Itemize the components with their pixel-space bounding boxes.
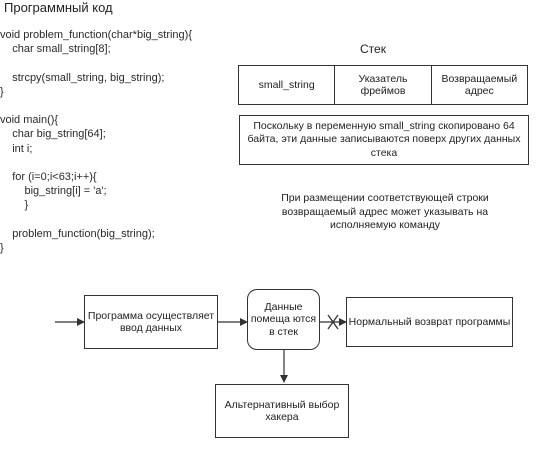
overflow-note-box: Поскольку в переменную small_string скоп… bbox=[239, 115, 529, 165]
flow-node-stack: Данные помеща ются в стек bbox=[247, 289, 320, 350]
flow-node-input: Программа осуществляет ввод данных bbox=[84, 295, 218, 349]
code-line: int i; bbox=[0, 142, 33, 155]
code-line: big_string[i] = 'a'; bbox=[0, 185, 107, 198]
code-line: } bbox=[0, 85, 4, 98]
stack-cell-small-string: small_string bbox=[258, 79, 315, 91]
code-line: for (i=0;i<63;i++){ bbox=[0, 170, 97, 183]
stack-title: Стек bbox=[360, 42, 386, 56]
code-line: problem_function(big_string); bbox=[0, 227, 155, 240]
stack-cell-return-address: Возвращаемый адрес bbox=[430, 66, 527, 104]
blocked-cross-2 bbox=[327, 314, 339, 330]
stack-diagram: small_string Указатель фреймов Возвращае… bbox=[238, 65, 528, 105]
stack-cell-frame-pointer: Указатель фреймов bbox=[334, 66, 430, 104]
return-address-note: При размещении соответствующей строки во… bbox=[281, 192, 489, 231]
code-line: void problem_function(char*big_string){ bbox=[0, 29, 192, 41]
flow-node-hacker-choice: Альтернативный выбор хакера bbox=[215, 384, 349, 438]
code-section-title: Программный код bbox=[4, 0, 113, 15]
code-line: } bbox=[0, 199, 29, 212]
code-listing: void problem_function(char*big_string){ … bbox=[0, 28, 192, 255]
code-line: char big_string[64]; bbox=[0, 128, 106, 141]
code-line: strcpy(small_string, big_string); bbox=[0, 71, 165, 84]
code-line: void main(){ bbox=[0, 114, 59, 127]
flow-node-normal-return: Нормальный возврат программы bbox=[346, 297, 513, 347]
code-line: } bbox=[0, 241, 4, 254]
code-line: char small_string[8]; bbox=[0, 43, 111, 56]
